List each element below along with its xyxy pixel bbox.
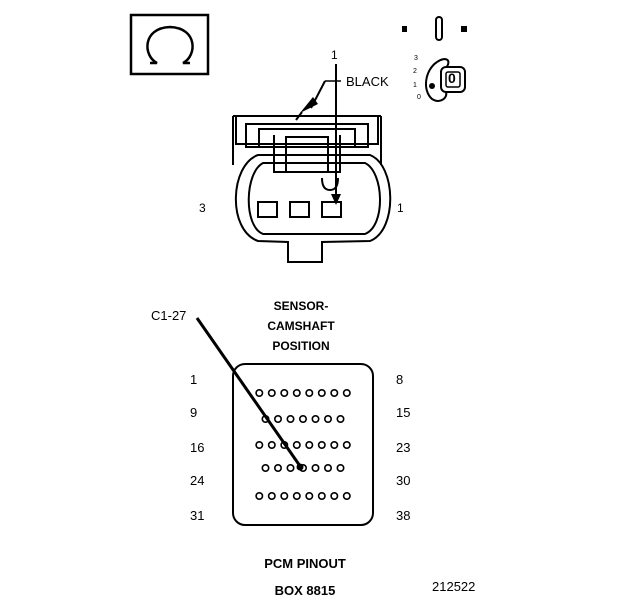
row-1-right-label: 8 <box>396 372 404 387</box>
pcm-pin <box>317 388 326 397</box>
pcm-pin <box>267 388 276 397</box>
probe-line-c1-27 <box>195 317 304 471</box>
ohmmeter-icon <box>129 13 210 76</box>
key-position-1: 1 <box>413 82 417 89</box>
row-3-right-label: 23 <box>396 440 411 455</box>
key-position-3: 3 <box>414 55 418 62</box>
pcm-pin <box>255 440 264 449</box>
row-4-right-label: 30 <box>396 473 411 488</box>
pcm-pin <box>305 440 314 449</box>
pcm-pin <box>323 463 332 472</box>
pinout-title: PCM PINOUT <box>264 556 346 571</box>
probe-arrow-pin-1 <box>331 64 341 205</box>
ignition-switch-icon <box>402 16 467 102</box>
pcm-pin <box>267 440 276 449</box>
pcm-pin <box>255 388 264 397</box>
row-4-left-label: 24 <box>190 473 205 488</box>
figure-id: 212522 <box>432 579 476 594</box>
pcm-pin <box>298 414 307 423</box>
pcm-pin <box>292 491 301 500</box>
pcm-pin <box>330 440 339 449</box>
connector-pin-1-label: 1 <box>397 201 404 215</box>
pcm-pin <box>273 414 282 423</box>
pcm-pin <box>342 440 351 449</box>
key-position-0-small: 0 <box>417 94 421 101</box>
pcm-pin <box>261 463 270 472</box>
pcm-pin <box>336 414 345 423</box>
pcm-pin <box>267 491 276 500</box>
pcm-pin <box>305 388 314 397</box>
pcm-pin <box>305 491 314 500</box>
row-2-right-label: 15 <box>396 405 411 420</box>
pcm-pin <box>311 463 320 472</box>
pcm-pin <box>280 388 289 397</box>
row-5-right-label: 38 <box>396 508 411 523</box>
sensor-title-line-3: POSITION <box>272 339 330 353</box>
pcm-pin <box>323 414 332 423</box>
pcm-pin <box>280 491 289 500</box>
pcm-pin <box>330 491 339 500</box>
row-5-left-label: 31 <box>190 508 205 523</box>
pcm-pin <box>342 491 351 500</box>
sensor-title-line-2: CAMSHAFT <box>267 319 335 333</box>
pinout-subtitle: BOX 8815 <box>274 583 336 598</box>
key-position-2: 2 <box>413 68 417 75</box>
pcm-pinout-box <box>232 363 374 526</box>
sensor-title-line-1: SENSOR- <box>273 299 329 313</box>
row-1-left-label: 1 <box>190 372 198 387</box>
pcm-pin <box>273 463 282 472</box>
pcm-pin <box>336 463 345 472</box>
pcm-pin <box>255 491 264 500</box>
pin-marker-label: 1 <box>331 48 338 62</box>
black-wire-pointer <box>295 80 341 121</box>
pcm-pin <box>286 463 295 472</box>
pcm-pin <box>317 440 326 449</box>
pcm-pin <box>286 414 295 423</box>
pcm-pin <box>330 388 339 397</box>
pcm-pin-grid <box>255 388 351 500</box>
wire-color-label: BLACK <box>346 74 389 89</box>
sensor-connector <box>232 115 392 263</box>
probe-pin-label: C1-27 <box>151 308 187 323</box>
row-2-left-label: 9 <box>190 405 198 420</box>
pcm-pin <box>311 414 320 423</box>
pcm-pin <box>292 440 301 449</box>
key-current-position: 0 <box>448 70 456 86</box>
connector-pin-3-label: 3 <box>199 201 206 215</box>
pcm-pin <box>342 388 351 397</box>
pcm-pin <box>317 491 326 500</box>
row-3-left-label: 16 <box>190 440 205 455</box>
pcm-pin <box>292 388 301 397</box>
